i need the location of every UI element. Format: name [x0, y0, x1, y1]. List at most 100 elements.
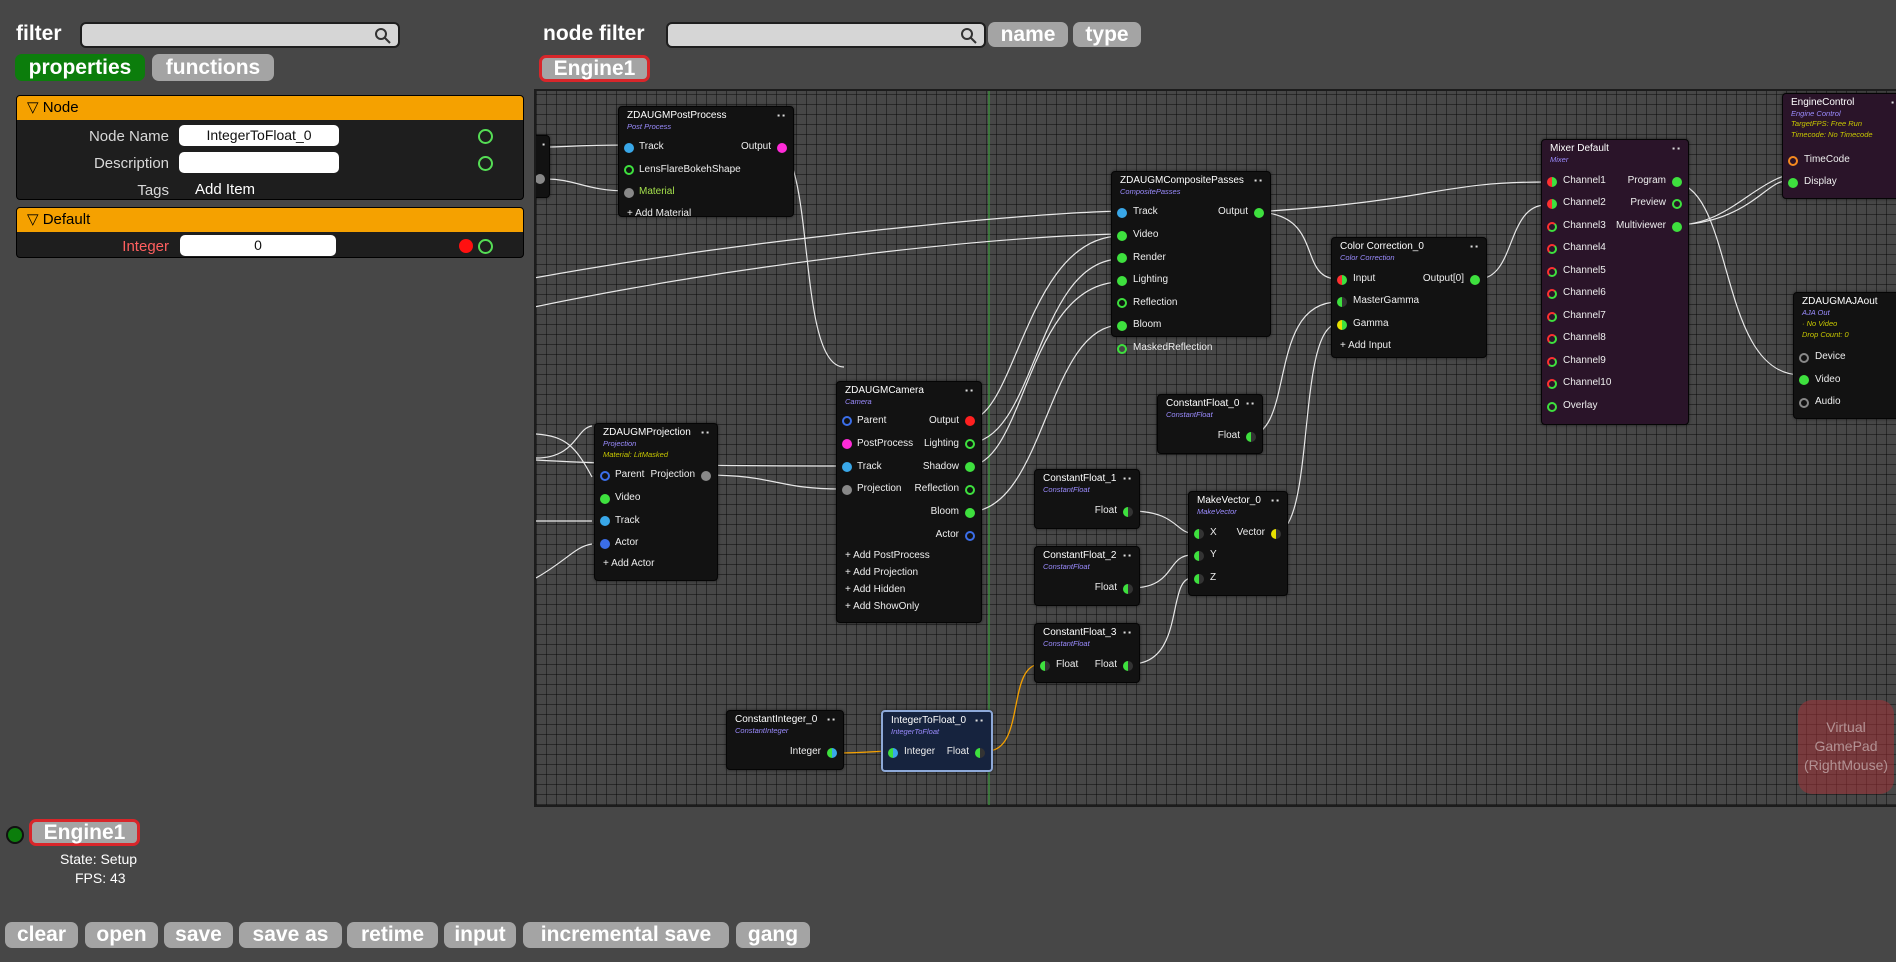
output-port[interactable] [1123, 661, 1133, 671]
lock-icon[interactable]: ▪ ▪ [1470, 242, 1478, 251]
output-port[interactable] [965, 416, 975, 426]
save-button[interactable]: save [164, 922, 233, 948]
lock-icon[interactable]: ▪ ▪ [1123, 551, 1131, 560]
input-port[interactable] [1040, 661, 1050, 671]
input-port[interactable] [1547, 357, 1557, 367]
type-button[interactable]: type [1073, 22, 1141, 47]
node-color-correction[interactable]: Color Correction_0 Color Correction ▪ ▪ … [1331, 237, 1487, 358]
input-port[interactable] [1799, 398, 1809, 408]
input-port[interactable] [1547, 289, 1557, 299]
input-port[interactable] [1117, 208, 1127, 218]
input-port[interactable] [1117, 298, 1127, 308]
virtual-gamepad-button[interactable]: Virtual GamePad (RightMouse) [1798, 700, 1894, 794]
integer-input[interactable]: 0 [180, 235, 336, 256]
input-port[interactable] [1337, 275, 1347, 285]
node-make-vector[interactable]: MakeVector_0 MakeVector ▪ ▪ X Y Z Vector [1188, 491, 1288, 596]
save-as-button[interactable]: save as [239, 922, 342, 948]
add-input-button[interactable]: + Add Input [1340, 340, 1391, 351]
output-port[interactable] [1246, 432, 1256, 442]
lock-icon[interactable]: ▪ ▪ [1123, 474, 1131, 483]
output-port[interactable] [965, 485, 975, 495]
output-port[interactable] [965, 462, 975, 472]
output-port[interactable] [1672, 199, 1682, 209]
input-port[interactable] [1117, 344, 1127, 354]
input-port[interactable] [842, 485, 852, 495]
lock-icon[interactable]: ▪ ▪ [777, 111, 785, 120]
description-input[interactable] [179, 152, 339, 173]
node-constant-float-1[interactable]: ConstantFloat_1 ConstantFloat ▪ ▪ Float [1034, 469, 1140, 529]
output-port[interactable] [1470, 275, 1480, 285]
output-port[interactable] [965, 531, 975, 541]
lock-icon[interactable]: ▪ ▪ [1672, 144, 1680, 153]
input-port[interactable] [842, 462, 852, 472]
input-port[interactable] [1337, 320, 1347, 330]
pin-ring-icon[interactable] [478, 156, 493, 171]
lock-icon[interactable]: ▪ ▪ [827, 715, 835, 724]
input-port[interactable] [600, 516, 610, 526]
input-button[interactable]: input [444, 922, 516, 948]
add-actor-button[interactable]: + Add Actor [603, 558, 655, 569]
node-camera[interactable]: ZDAUGMCamera Camera ▪ ▪ Parent PostProce… [836, 381, 982, 623]
input-port[interactable] [600, 471, 610, 481]
output-port[interactable] [1123, 584, 1133, 594]
input-port[interactable] [1547, 222, 1557, 232]
node-aja-out[interactable]: ZDAUGMAJAout AJA Out · No Video Drop Cou… [1793, 292, 1896, 419]
output-port[interactable] [701, 471, 711, 481]
input-port[interactable] [1799, 375, 1809, 385]
input-port[interactable] [1547, 402, 1557, 412]
input-port[interactable] [1117, 276, 1127, 286]
clear-button[interactable]: clear [5, 922, 78, 948]
input-port[interactable] [1788, 156, 1798, 166]
node-name-input[interactable]: IntegerToFloat_0 [179, 125, 339, 146]
tab-properties[interactable]: properties [15, 54, 145, 81]
input-port[interactable] [1194, 574, 1204, 584]
input-port[interactable] [1788, 178, 1798, 188]
add-material-button[interactable]: + Add Material [627, 208, 692, 219]
input-port[interactable] [1547, 379, 1557, 389]
lock-icon[interactable]: ▪ ▪ [701, 428, 709, 437]
offscreen-node[interactable]: ▪ [536, 135, 550, 198]
engine-button[interactable]: Engine1 [29, 819, 140, 846]
retime-button[interactable]: retime [347, 922, 438, 948]
input-port[interactable] [1117, 321, 1127, 331]
output-port[interactable] [827, 748, 837, 758]
lock-icon[interactable]: ▪ ▪ [1254, 176, 1262, 185]
node-constant-integer[interactable]: ConstantInteger_0 ConstantInteger ▪ ▪ In… [726, 710, 844, 770]
input-port[interactable] [1117, 231, 1127, 241]
input-port[interactable] [1547, 312, 1557, 322]
tab-functions[interactable]: functions [152, 54, 274, 81]
output-port[interactable] [1672, 177, 1682, 187]
input-port[interactable] [888, 748, 898, 758]
input-port[interactable] [600, 539, 610, 549]
input-port[interactable] [1337, 297, 1347, 307]
incremental-save-button[interactable]: incremental save [523, 922, 729, 948]
add-tag-item-button[interactable]: Add Item [195, 181, 256, 198]
node-mixer[interactable]: Mixer Default Mixer ▪ ▪ Channel1 Channel… [1541, 139, 1689, 425]
engine-tab[interactable]: Engine1 [539, 55, 650, 82]
lock-icon[interactable]: ▪ ▪ [975, 716, 983, 725]
node-composite-passes[interactable]: ZDAUGMCompositePasses CompositePasses ▪ … [1111, 171, 1271, 354]
lock-icon[interactable]: ▪ ▪ [1246, 399, 1254, 408]
input-port[interactable] [842, 439, 852, 449]
node-engine-control[interactable]: EngineControl Engine Control ▪ ▪ TargetF… [1782, 93, 1896, 199]
input-port[interactable] [1547, 334, 1557, 344]
add-showonly-button[interactable]: + Add ShowOnly [845, 601, 920, 612]
output-port[interactable] [1254, 208, 1264, 218]
name-button[interactable]: name [988, 22, 1068, 47]
output-port[interactable] [777, 143, 787, 153]
node-constant-float-0[interactable]: ConstantFloat_0 ConstantFloat ▪ ▪ Float [1157, 394, 1263, 454]
pin-ring-icon[interactable] [478, 239, 493, 254]
output-port[interactable] [1271, 529, 1281, 539]
input-port[interactable] [624, 188, 634, 198]
node-projection[interactable]: ZDAUGMProjection Projection Material: Li… [594, 423, 718, 581]
input-port[interactable] [1194, 529, 1204, 539]
add-postprocess-button[interactable]: + Add PostProcess [845, 550, 930, 561]
input-port[interactable] [600, 494, 610, 504]
filter-search-input[interactable] [80, 22, 400, 48]
input-port[interactable] [1117, 253, 1127, 263]
input-port[interactable] [1547, 267, 1557, 277]
output-port[interactable] [965, 508, 975, 518]
open-button[interactable]: open [85, 922, 158, 948]
input-port[interactable] [1547, 177, 1557, 187]
input-port[interactable] [624, 165, 634, 175]
